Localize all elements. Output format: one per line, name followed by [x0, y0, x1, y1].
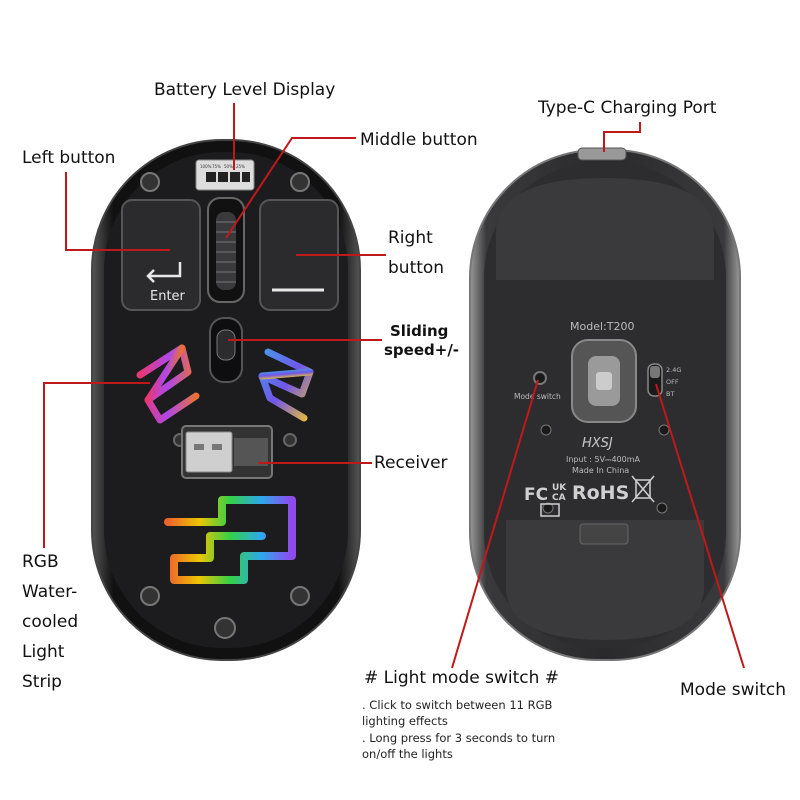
light-mode-note-line3: . Long press for 3 seconds to turn: [362, 731, 556, 745]
light-mode-switch-button[interactable]: [533, 371, 547, 385]
rgb-light-strip-right: [258, 348, 314, 422]
rgb-light-strip-left: [136, 344, 200, 424]
rgb-label-line1: RGB: [22, 552, 59, 572]
screw-icon: [656, 502, 668, 514]
brand-logo: HXSJ: [582, 436, 613, 451]
battery-level-50: 50%: [224, 164, 233, 169]
screw-icon: [214, 617, 236, 639]
made-in-label: Made In China: [572, 466, 629, 475]
usb-receiver: [181, 425, 273, 479]
vent-grill: [579, 523, 629, 545]
input-rating: Input : 5V⎓400mA: [566, 455, 641, 464]
sliding-speed-label-line1: Sliding: [390, 322, 449, 340]
left-button-label: Left button: [22, 148, 116, 168]
battery-level-display: 100% 75% 50% 25%: [195, 159, 255, 191]
weee-bin-icon: [631, 475, 655, 503]
light-mode-note-line2: lighting effects: [362, 714, 448, 728]
screw-icon: [540, 424, 552, 436]
battery-level-100: 100%: [200, 164, 212, 169]
rgb-label-line3: cooled: [22, 612, 79, 632]
screw-icon: [140, 586, 160, 606]
rgb-label-line4: Light: [22, 642, 65, 662]
optical-sensor: [571, 339, 637, 423]
rgb-label-line2: Water-: [22, 582, 78, 602]
screw-icon: [658, 424, 670, 436]
screw-icon: [290, 172, 310, 192]
receiver-label: Receiver: [374, 453, 448, 473]
battery-level-display-label: Battery Level Display: [154, 80, 336, 100]
screw-icon: [542, 502, 554, 514]
middle-button-scroll-wheel[interactable]: [207, 197, 245, 303]
type-c-port: [577, 147, 627, 161]
glide-pad-bottom: [506, 520, 704, 640]
light-mode-note-line1: . Click to switch between 11 RGB: [362, 698, 553, 712]
left-button[interactable]: Enter: [121, 199, 201, 311]
battery-level-75: 75%: [212, 164, 221, 169]
screw-icon: [283, 433, 297, 447]
light-mode-switch-label: # Light mode switch #: [364, 668, 560, 688]
right-button-label-line1: Right: [388, 228, 433, 248]
mouse-bottom-view: Model:T200 Mode switch 2.4G OFF BT HXSJ …: [469, 147, 741, 661]
battery-level-25: 25%: [236, 164, 245, 169]
glide-pad-top: [496, 178, 714, 280]
ukca-mark-top: UK: [552, 483, 567, 493]
enter-arrow-icon: [146, 262, 182, 283]
ukca-mark-bottom: CA: [552, 493, 566, 503]
mode-position-off: OFF: [666, 378, 679, 386]
light-mode-note-line4: on/off the lights: [362, 747, 453, 761]
type-c-port-label: Type-C Charging Port: [538, 98, 717, 118]
mode-position-2-4g: 2.4G: [666, 366, 681, 374]
middle-button-label: Middle button: [360, 130, 478, 150]
fcc-mark: FC: [524, 485, 548, 505]
screw-icon: [140, 172, 160, 192]
mouse-top-view: 100% 75% 50% 25% Enter: [91, 139, 361, 661]
ce-glyph-icon: [540, 503, 560, 517]
rgb-label-line5: Strip: [22, 672, 62, 692]
right-button-label-line2: button: [388, 258, 445, 278]
mode-switch-label: Mode switch: [680, 680, 786, 700]
mode-position-bt: BT: [666, 390, 674, 398]
sliding-speed-control[interactable]: [209, 317, 243, 383]
leader-lines: [43, 103, 745, 669]
rgb-water-cooled-light-strip: [164, 496, 296, 584]
model-label: Model:T200: [570, 320, 634, 333]
mode-switch-slider[interactable]: [647, 363, 663, 397]
mode-switch-small-label: Mode switch: [514, 392, 561, 401]
enter-key-label: Enter: [150, 289, 186, 304]
rohs-mark: RoHS: [572, 482, 629, 504]
screw-icon: [290, 586, 310, 606]
sliding-speed-label-line2: speed+/-: [384, 341, 460, 359]
